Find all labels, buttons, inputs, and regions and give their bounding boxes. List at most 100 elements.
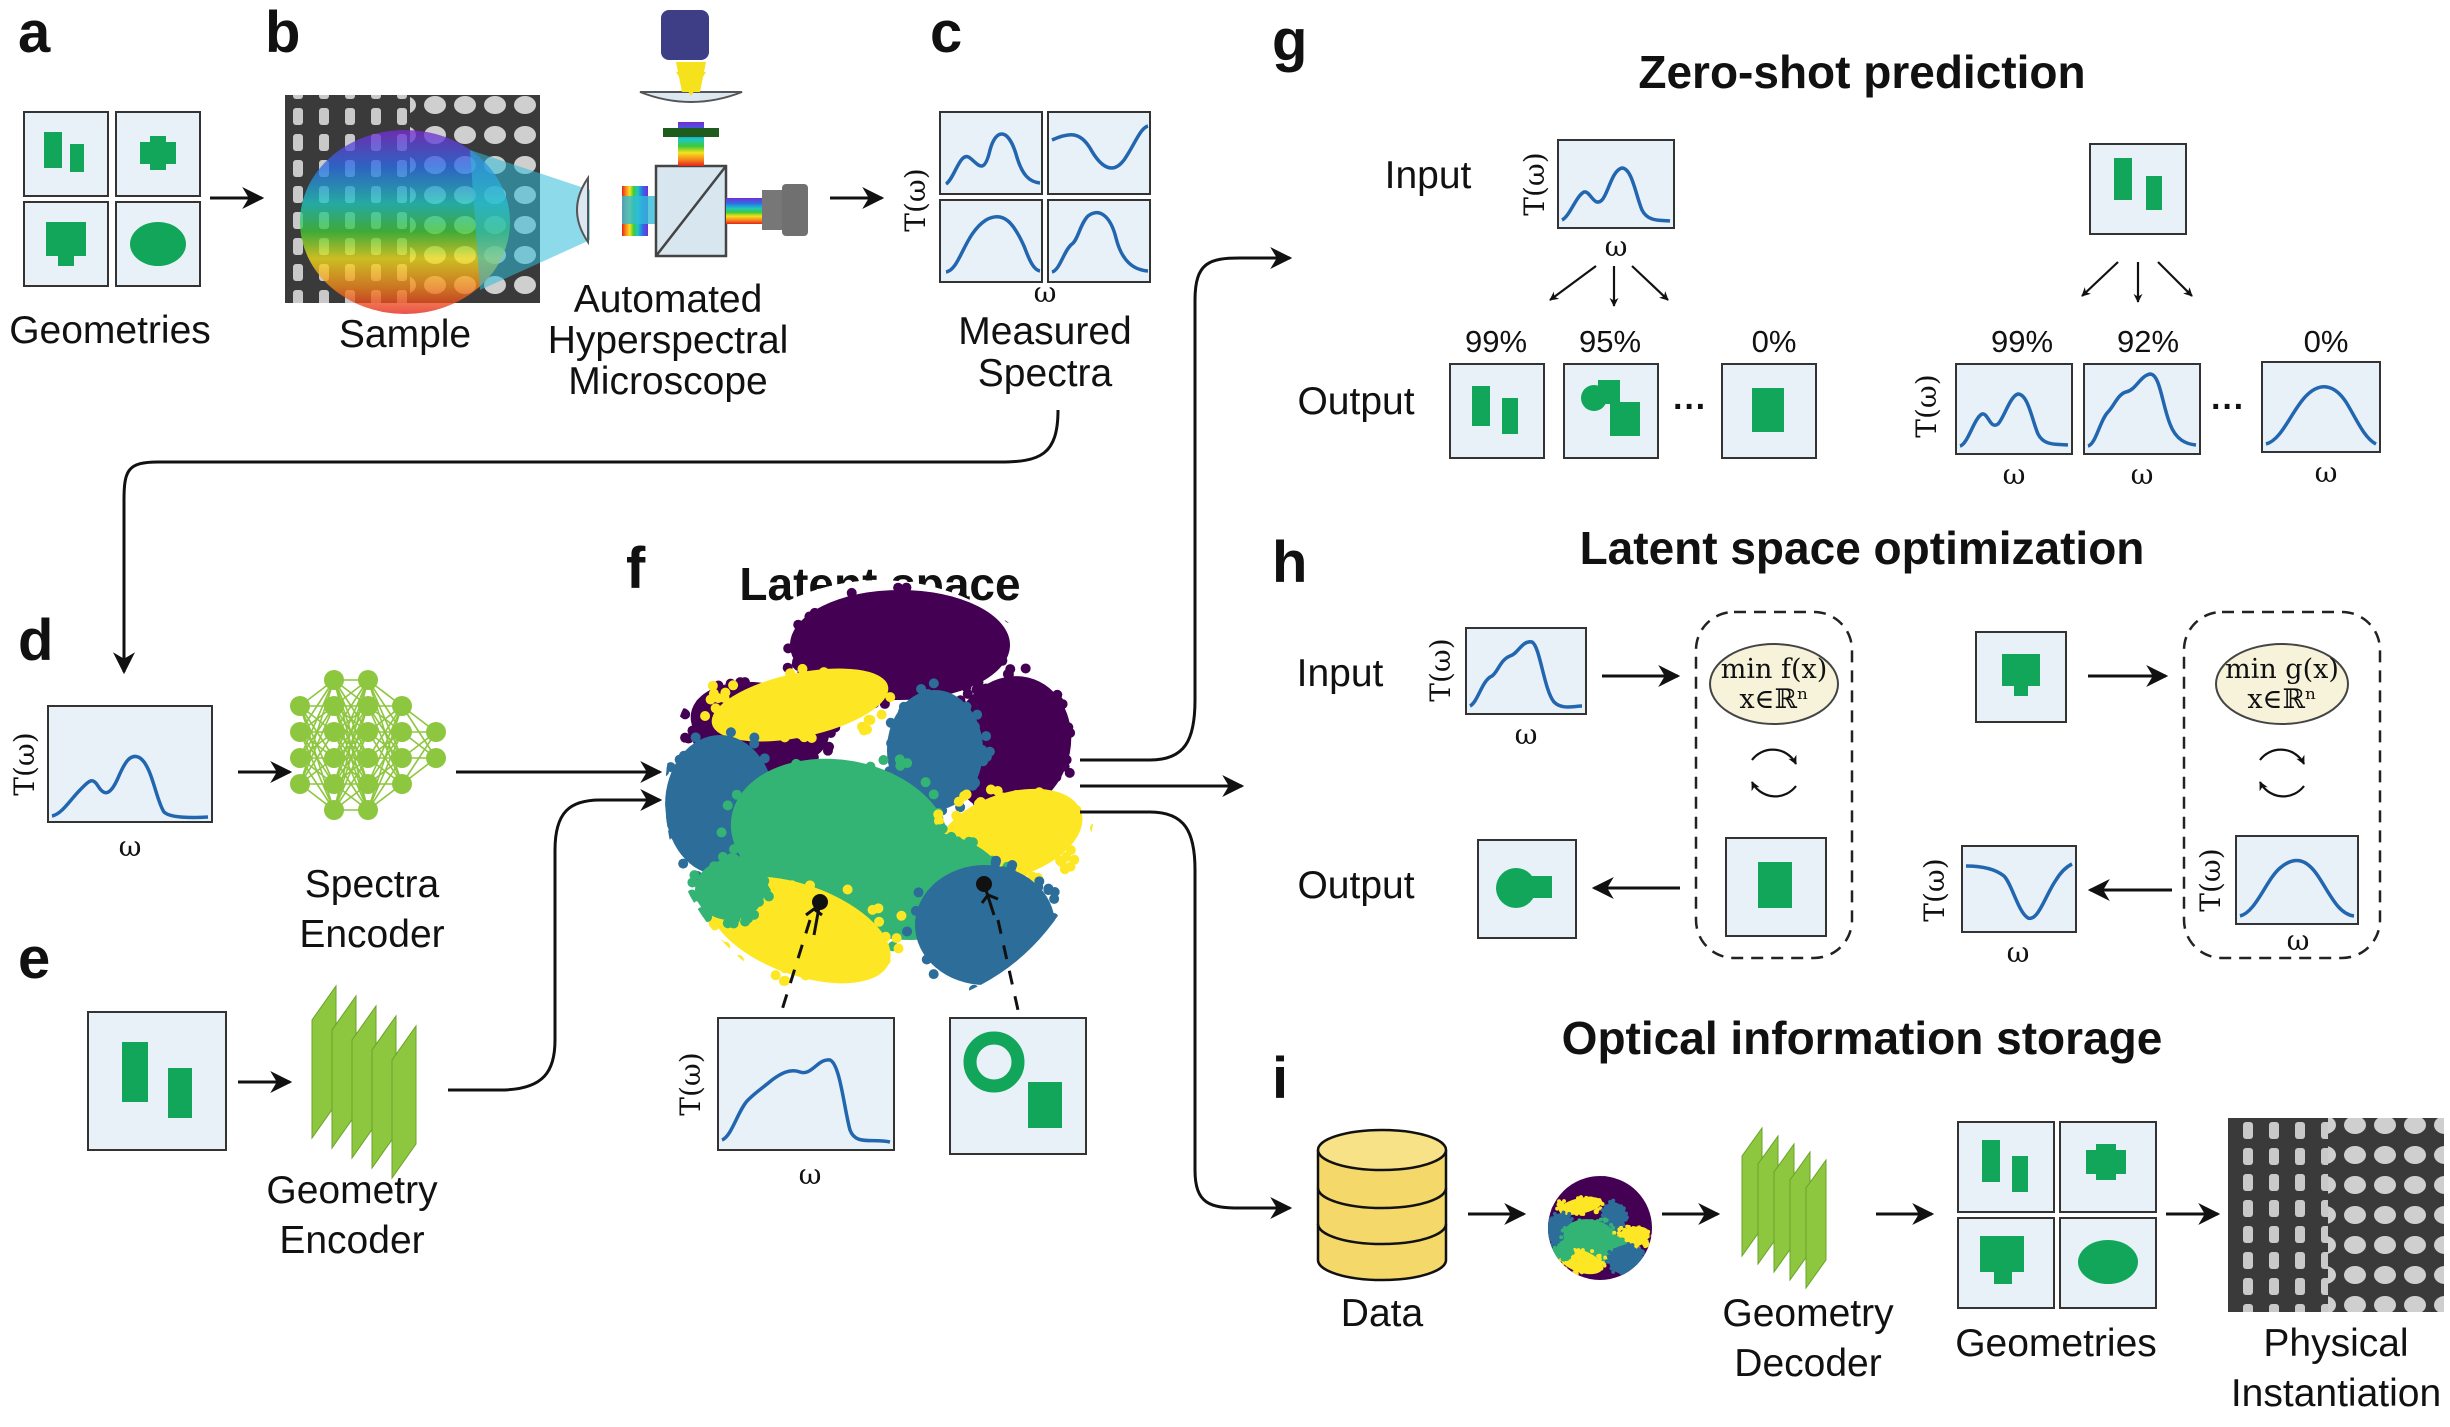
panel-e-pillar-large <box>122 1042 148 1102</box>
network-node <box>324 722 344 742</box>
spectra-encoder-label-line1: Spectra <box>305 863 440 906</box>
network-node <box>324 696 344 716</box>
zero-shot-branch-arrows-left <box>1549 265 1669 307</box>
network-node <box>426 748 446 768</box>
storage-latent-scatter <box>1548 1176 1652 1278</box>
panel-a-label: Geometries <box>9 309 211 352</box>
geometry-decoder-label-line1: Geometry <box>1722 1292 1894 1335</box>
optimization-left-objective-bubble <box>1709 643 1839 725</box>
zero-shot-geo-ellipsis: ··· <box>1673 388 1707 426</box>
panel-label-e: e <box>18 926 50 991</box>
network-node <box>290 748 310 768</box>
panel-b-sample-label: Sample <box>339 313 471 356</box>
panel-label-g: g <box>1272 8 1307 73</box>
network-node <box>324 800 344 820</box>
optimization-right-dashed-loop <box>2182 610 2382 960</box>
panel-d-y-axis: T(ω) <box>8 732 41 795</box>
optimization-right-objective-bubble <box>2215 643 2349 725</box>
zero-shot-spec-output-1-x-axis: ω <box>2003 458 2026 491</box>
latent-ring-shape <box>963 1031 1025 1093</box>
zero-shot-output-label: Output <box>1297 380 1414 423</box>
zero-shot-input-x-axis: ω <box>1605 230 1628 263</box>
microscope-label-line2: Hyperspectral <box>548 319 789 362</box>
zero-shot-spec-output-3 <box>2261 361 2381 453</box>
optimization-left-input-curve <box>1468 640 1583 709</box>
panel-a-geometries-grid <box>23 111 201 287</box>
panel-label-a: a <box>18 0 51 65</box>
zero-shot-geo-output-1-pillar-a <box>1472 386 1490 426</box>
zero-shot-spec-ellipsis: ··· <box>2211 388 2245 426</box>
latent-space-scatter <box>665 580 1095 1010</box>
spectra-encoder-label-line2: Encoder <box>299 913 444 956</box>
latent-space-cursor-left <box>805 894 828 936</box>
zero-shot-geo-output-2-block <box>1610 402 1640 436</box>
zero-shot-geo-output-3-block <box>1752 388 1784 432</box>
optimization-left-cycle-top <box>1751 748 1797 765</box>
latent-space-cursor-right <box>976 876 999 916</box>
network-node <box>392 774 412 794</box>
network-node <box>358 748 378 768</box>
zero-shot-spec-output-1-curve <box>1959 392 2069 448</box>
latent-spectrum-x-axis: ω <box>799 1158 822 1191</box>
zero-shot-input-pillar-b <box>2146 176 2162 210</box>
zero-shot-geo-output-1 <box>1449 363 1545 459</box>
optimization-left-output-tab <box>1528 876 1552 898</box>
zero-shot-output-y-axis: T(ω) <box>1910 374 1943 437</box>
network-node <box>324 748 344 768</box>
latent-dash-left <box>780 919 812 1011</box>
panel-e-geometry-box <box>87 1011 227 1151</box>
arrow-latent-to-i <box>1080 810 1293 1219</box>
latent-cluster <box>695 860 765 920</box>
network-node <box>358 722 378 742</box>
optimization-right-output-spectrum <box>1961 845 2077 933</box>
network-node <box>358 774 378 794</box>
optimization-title: Latent space optimization <box>1580 522 2145 574</box>
zero-shot-input-spectrum-curve <box>1560 166 1671 223</box>
microscope-label-line3: Microscope <box>568 360 767 403</box>
storage-title: Optical information storage <box>1562 1012 2163 1064</box>
storage-geometries-grid <box>1957 1121 2157 1309</box>
network-node <box>290 722 310 742</box>
zero-shot-geo-score-3: 0% <box>1752 324 1797 359</box>
network-node <box>358 696 378 716</box>
latent-block-shape <box>1028 1082 1062 1128</box>
latent-spectrum-y-axis: T(ω) <box>674 1052 707 1115</box>
physical-label-line1: Physical <box>2263 1322 2408 1365</box>
panel-d-x-axis: ω <box>119 830 142 863</box>
storage-data-label: Data <box>1341 1292 1424 1335</box>
optimization-left-output-circle <box>1496 868 1536 908</box>
zero-shot-spec-output-1 <box>1955 363 2073 455</box>
network-node <box>324 774 344 794</box>
physical-label-line2: Instantiation <box>2231 1372 2441 1415</box>
optimization-right-output-y-axis: T(ω) <box>1918 858 1951 921</box>
panel-c-label-line2: Spectra <box>978 352 1113 395</box>
optimization-right-latent-curve <box>2239 858 2355 918</box>
zero-shot-spec-output-2-x-axis: ω <box>2131 458 2154 491</box>
panel-d-spectrum-curve <box>51 754 209 820</box>
latent-cluster <box>887 690 983 810</box>
microscope-label-line1: Automated <box>574 278 763 321</box>
optimization-output-label: Output <box>1297 864 1414 907</box>
optimization-right-objective-line2: x∈ℝⁿ <box>2247 684 2316 715</box>
optimization-left-objective-line1: min f(x) <box>1721 654 1828 685</box>
latent-cluster <box>1601 1202 1626 1232</box>
latent-decoded-spectrum-plot <box>717 1017 895 1151</box>
network-node <box>426 722 446 742</box>
storage-geometries-label: Geometries <box>1955 1322 2157 1365</box>
latent-decoded-geometry-box <box>949 1017 1087 1155</box>
zero-shot-spec-output-3-curve <box>2265 385 2377 446</box>
panel-c-x-axis: ω <box>1034 276 1057 309</box>
zero-shot-spec-score-2: 92% <box>2117 324 2179 359</box>
zero-shot-geo-output-1-pillar-b <box>1502 398 1518 434</box>
zero-shot-input-pillar-a <box>2114 158 2132 200</box>
optimization-input-label: Input <box>1297 652 1384 695</box>
geometry-encoder-label-line1: Geometry <box>266 1169 438 1212</box>
panel-c-label-line1: Measured <box>958 310 1131 353</box>
optimization-right-objective-line1: min g(x) <box>2225 654 2339 685</box>
zero-shot-geo-score-2: 95% <box>1579 324 1641 359</box>
optimization-left-dashed-loop <box>1694 610 1854 960</box>
optimization-left-input-x-axis: ω <box>1515 718 1538 751</box>
zero-shot-geo-output-2-square <box>1598 380 1620 404</box>
zero-shot-title: Zero-shot prediction <box>1638 46 2085 98</box>
database-icon <box>1316 1128 1448 1282</box>
